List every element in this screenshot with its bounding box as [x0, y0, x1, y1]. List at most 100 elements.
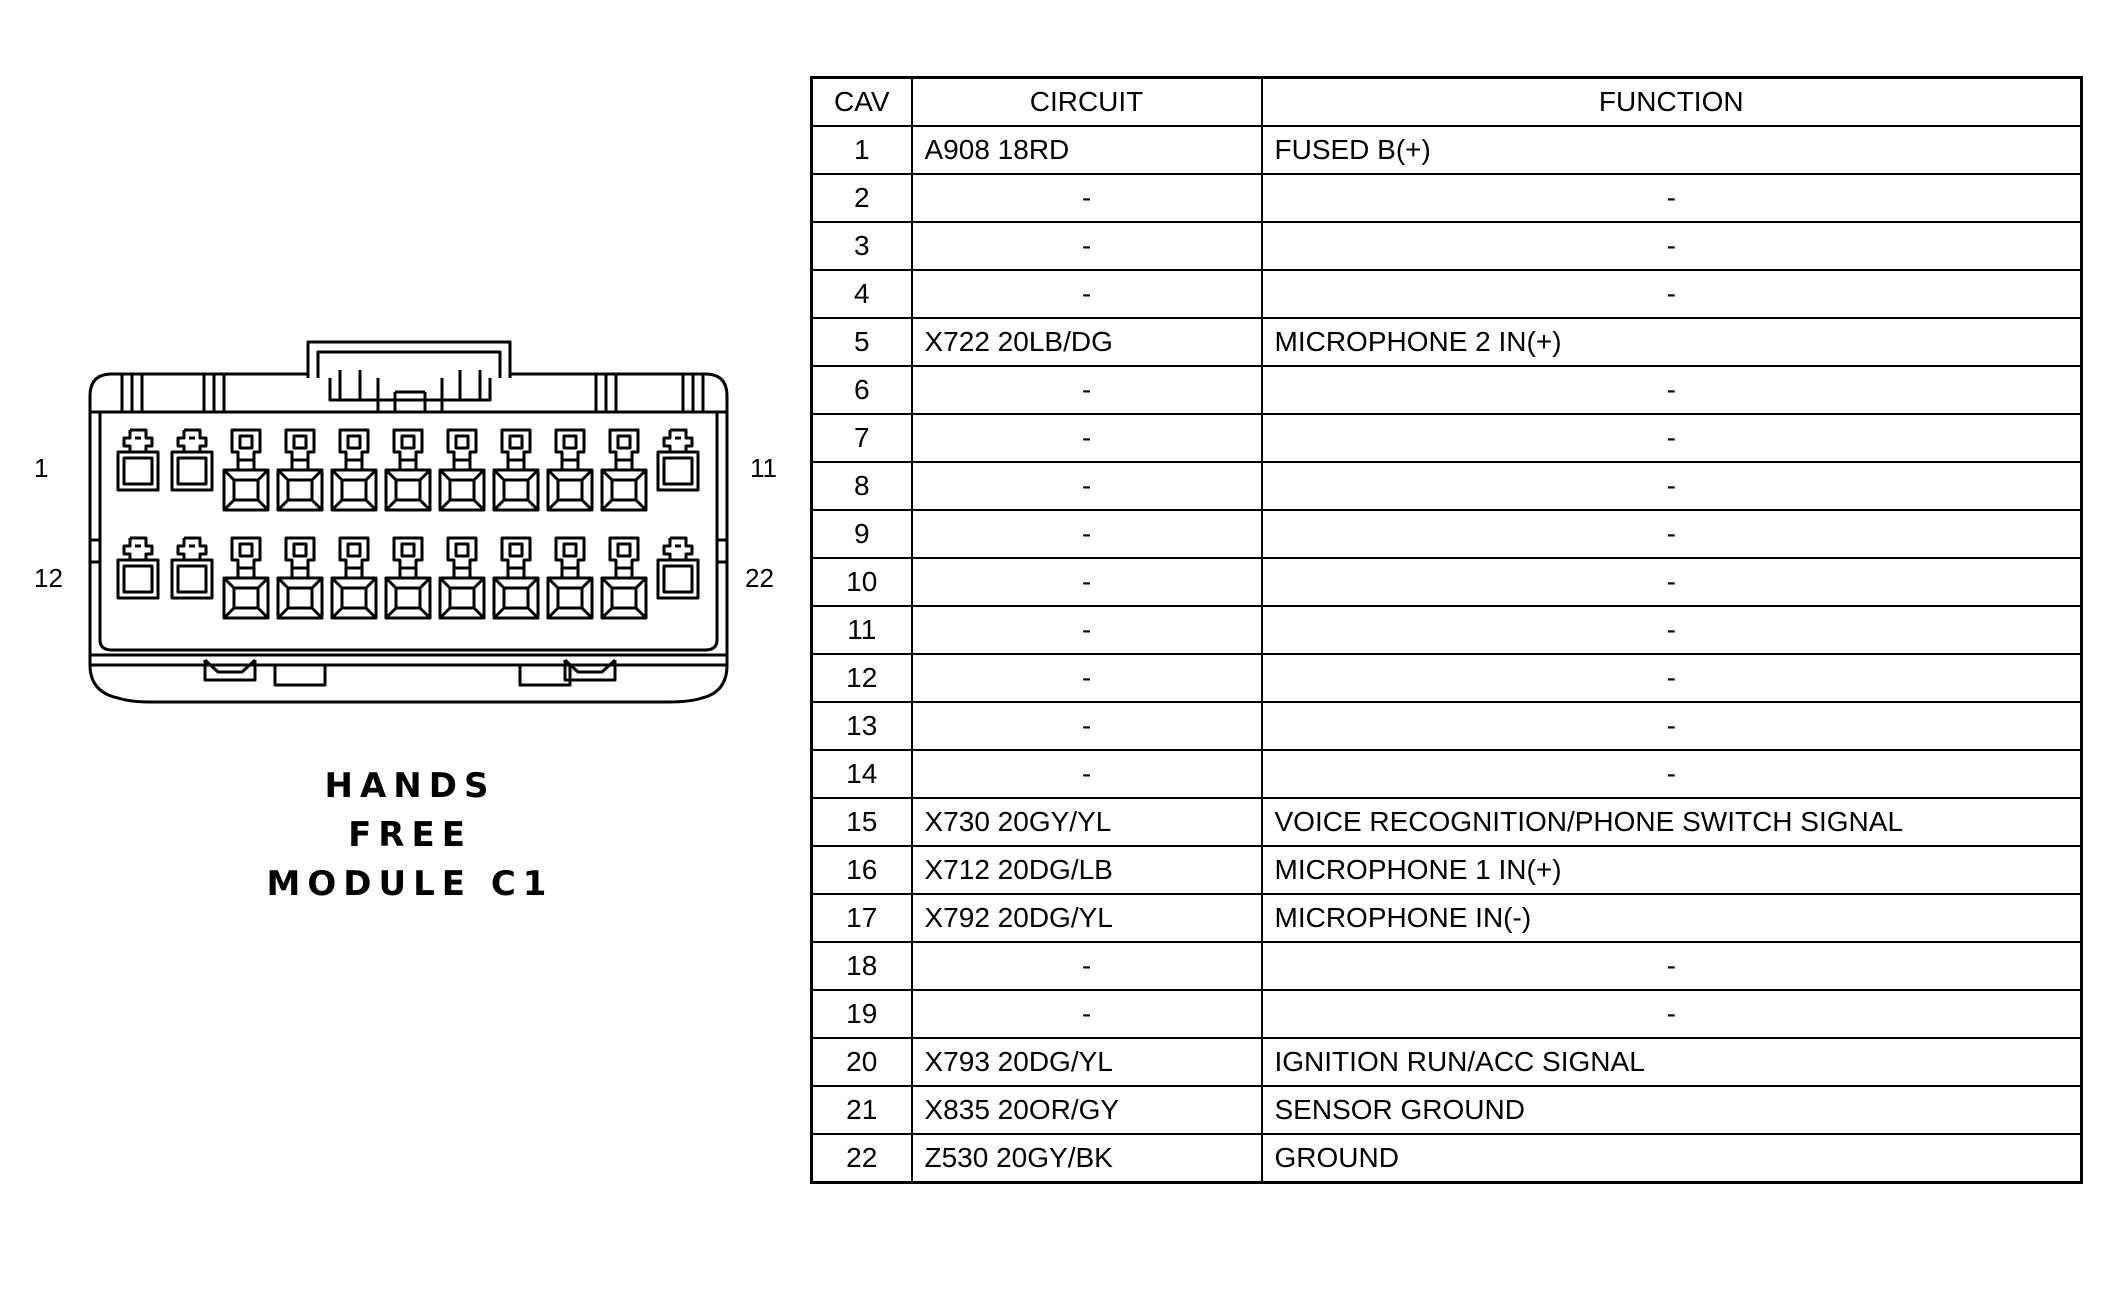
- table-row: 19--: [810, 989, 2083, 1039]
- connector-housing: [88, 372, 729, 704]
- cell-circuit: -: [910, 749, 1263, 799]
- cell-cav: 17: [810, 893, 913, 943]
- table-row: 7--: [810, 413, 2083, 463]
- cell-circuit: X792 20DG/YL: [910, 893, 1263, 943]
- header-cav: CAV: [810, 76, 913, 127]
- cell-circuit: X722 20LB/DG: [910, 317, 1263, 367]
- cell-function: -: [1260, 557, 2083, 607]
- cell-circuit: -: [910, 557, 1263, 607]
- cavity-bottom-2: [170, 536, 214, 600]
- cell-function: -: [1260, 941, 2083, 991]
- cell-circuit: X835 20OR/GY: [910, 1085, 1263, 1135]
- table-row: 10--: [810, 557, 2083, 607]
- table-row: 4--: [810, 269, 2083, 319]
- table-header-row: CAV CIRCUIT FUNCTION: [810, 76, 2083, 127]
- cavity-top-3: [222, 428, 270, 512]
- cell-circuit: -: [910, 221, 1263, 271]
- cell-function: MICROPHONE 1 IN(+): [1260, 845, 2083, 895]
- cell-function: -: [1260, 365, 2083, 415]
- cell-circuit: X712 20DG/LB: [910, 845, 1263, 895]
- cell-function: IGNITION RUN/ACC SIGNAL: [1260, 1037, 2083, 1087]
- cavity-bottom-4: [276, 536, 324, 620]
- cell-circuit: -: [910, 173, 1263, 223]
- cell-function: -: [1260, 653, 2083, 703]
- connector-title-line-3: MODULE C1: [266, 864, 554, 904]
- cell-cav: 8: [810, 461, 913, 511]
- cell-function: MICROPHONE 2 IN(+): [1260, 317, 2083, 367]
- cavity-bottom-9: [546, 536, 594, 620]
- cell-cav: 15: [810, 797, 913, 847]
- cell-cav: 20: [810, 1037, 913, 1087]
- cell-circuit: -: [910, 269, 1263, 319]
- cell-function: GROUND: [1260, 1133, 2083, 1184]
- cell-circuit: -: [910, 461, 1263, 511]
- cell-function: SENSOR GROUND: [1260, 1085, 2083, 1135]
- cell-cav: 5: [810, 317, 913, 367]
- pin-label-12: 12: [34, 563, 63, 593]
- cell-function: VOICE RECOGNITION/PHONE SWITCH SIGNAL: [1260, 797, 2083, 847]
- cell-circuit: -: [910, 989, 1263, 1039]
- table-row: 2--: [810, 173, 2083, 223]
- cavity-top-8: [492, 428, 540, 512]
- cell-cav: 14: [810, 749, 913, 799]
- cavity-top-6: [384, 428, 432, 512]
- cell-cav: 16: [810, 845, 913, 895]
- cell-function: -: [1260, 701, 2083, 751]
- cavity-top-1: [116, 428, 160, 492]
- table-row: 11--: [810, 605, 2083, 655]
- cell-circuit: Z530 20GY/BK: [910, 1133, 1263, 1184]
- cell-circuit: -: [910, 365, 1263, 415]
- pin-label-1: 1: [34, 453, 49, 483]
- cell-circuit: -: [910, 653, 1263, 703]
- cell-function: -: [1260, 989, 2083, 1039]
- connector-title-line-2: FREE: [348, 815, 472, 855]
- cell-function: -: [1260, 413, 2083, 463]
- cell-function: MICROPHONE IN(-): [1260, 893, 2083, 943]
- cavity-top-2: [170, 428, 214, 492]
- cell-circuit: -: [910, 941, 1263, 991]
- cell-function: -: [1260, 221, 2083, 271]
- table-row: 3--: [810, 221, 2083, 271]
- table-row: 18--: [810, 941, 2083, 991]
- cell-circuit: -: [910, 413, 1263, 463]
- cell-cav: 21: [810, 1085, 913, 1135]
- table-row: 13--: [810, 701, 2083, 751]
- cavity-bottom-6: [384, 536, 432, 620]
- cell-cav: 4: [810, 269, 913, 319]
- cell-function: -: [1260, 269, 2083, 319]
- cavity-bottom-10: [600, 536, 648, 620]
- table-row: 12--: [810, 653, 2083, 703]
- connector-cavities: [116, 428, 700, 620]
- cell-function: -: [1260, 605, 2083, 655]
- cell-function: -: [1260, 509, 2083, 559]
- pin-label-22: 22: [745, 563, 774, 593]
- cavity-top-4: [276, 428, 324, 512]
- connector-title: HANDS FREE MODULE C1: [200, 762, 620, 909]
- cell-circuit: -: [910, 509, 1263, 559]
- cavity-top-10: [600, 428, 648, 512]
- cavity-top-7: [438, 428, 486, 512]
- cavity-bottom-7: [438, 536, 486, 620]
- table-row: 6--: [810, 365, 2083, 415]
- cell-circuit: -: [910, 605, 1263, 655]
- table-row: 9--: [810, 509, 2083, 559]
- cell-cav: 1: [810, 125, 913, 175]
- cavity-bottom-11: [656, 536, 700, 600]
- cell-cav: 22: [810, 1133, 913, 1184]
- cell-cav: 2: [810, 173, 913, 223]
- cell-function: -: [1260, 173, 2083, 223]
- cell-cav: 10: [810, 557, 913, 607]
- cell-cav: 13: [810, 701, 913, 751]
- cell-circuit: X730 20GY/YL: [910, 797, 1263, 847]
- cell-function: -: [1260, 461, 2083, 511]
- cell-cav: 19: [810, 989, 913, 1039]
- cavity-bottom-1: [116, 536, 160, 600]
- cavity-top-9: [546, 428, 594, 512]
- table-row: 14--: [810, 749, 2083, 799]
